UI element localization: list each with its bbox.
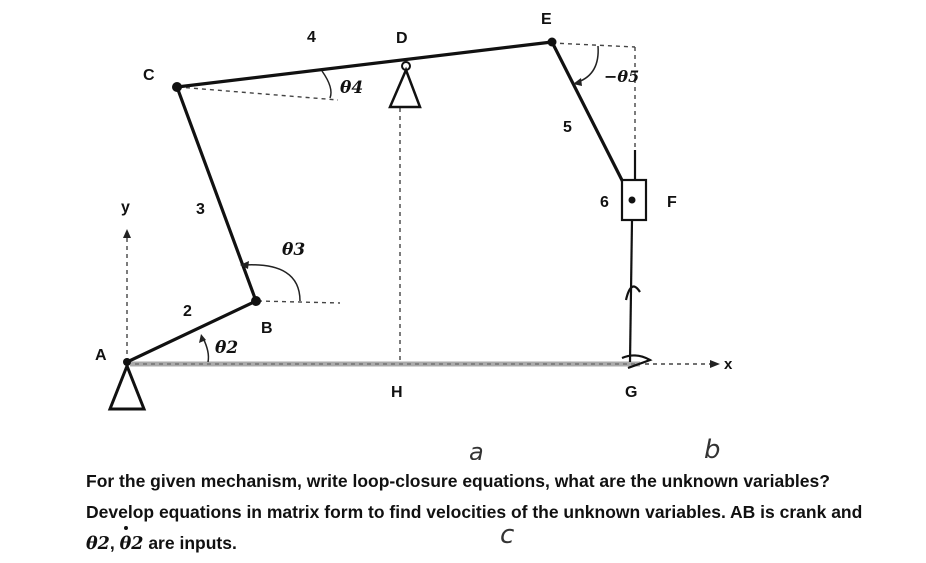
- question-line-3-rest: are inputs.: [143, 533, 237, 553]
- label-theta2: θ2: [215, 338, 238, 358]
- label-link-4: 4: [307, 29, 316, 46]
- question-text: For the given mechanism, write loop-clos…: [86, 466, 921, 560]
- question-line-1: For the given mechanism, write loop-clos…: [86, 471, 830, 491]
- label-link-6: 6: [600, 194, 609, 211]
- label-point-g: G: [625, 384, 637, 401]
- label-point-f: F: [667, 194, 677, 211]
- label-axis-x: x: [724, 356, 733, 373]
- reference-lines: [126, 42, 712, 365]
- arc-theta4: [321, 70, 332, 99]
- label-point-e: E: [541, 11, 552, 28]
- link-ef: [550, 40, 634, 202]
- slider-rod: [621, 150, 653, 370]
- ref-line-c: [177, 86, 339, 101]
- label-point-b: B: [261, 320, 273, 337]
- question-sep: ,: [109, 533, 120, 553]
- ref-line-e-horizontal: [551, 42, 636, 48]
- x-axis-arrow-icon: [710, 360, 720, 368]
- arc-theta5-arrow-icon: [573, 78, 582, 86]
- label-axis-y: y: [121, 199, 130, 216]
- label-point-a: A: [95, 347, 107, 364]
- label-point-h: H: [391, 384, 403, 401]
- label-theta4: θ4: [340, 78, 363, 98]
- handwritten-c: c: [500, 520, 515, 550]
- joint-f: [628, 196, 636, 204]
- label-link-2: 2: [183, 303, 192, 320]
- ground-support-a-icon: [107, 361, 147, 411]
- label-theta5: −θ5: [604, 67, 639, 86]
- link-ab: [125, 299, 258, 364]
- question-line-3: θ2, θ2 are inputs.: [86, 526, 921, 560]
- ground-support-d-icon: [388, 66, 422, 109]
- joint-e: [547, 37, 557, 47]
- input-theta2: θ2: [86, 534, 110, 554]
- question-line-2: Develop equations in matrix form to find…: [86, 502, 863, 522]
- label-link-5: 5: [563, 119, 572, 136]
- mechanism-diagram: A B C D E F G H 2 3 4 5 6 y x θ2 θ3 θ4 −…: [95, 11, 733, 460]
- arc-theta3: [243, 264, 301, 302]
- ref-line-b: [257, 300, 341, 304]
- label-theta3: θ3: [282, 240, 305, 260]
- link-bc: [175, 85, 258, 303]
- joint-c: [172, 82, 182, 92]
- y-axis-arrow-icon: [123, 229, 131, 238]
- handwritten-a: a: [469, 438, 484, 460]
- input-theta2-dot: θ2: [120, 526, 143, 560]
- label-link-3: 3: [196, 201, 205, 218]
- arc-theta3-arrow-icon: [240, 261, 249, 269]
- handwritten-b: b: [704, 435, 721, 460]
- arc-theta2: [202, 337, 210, 363]
- link-ce: [175, 40, 554, 89]
- arc-theta5: [577, 45, 599, 83]
- label-point-d: D: [396, 30, 408, 47]
- arc-theta2-arrow-icon: [199, 334, 206, 343]
- label-point-c: C: [143, 67, 155, 84]
- joint-b: [251, 296, 261, 306]
